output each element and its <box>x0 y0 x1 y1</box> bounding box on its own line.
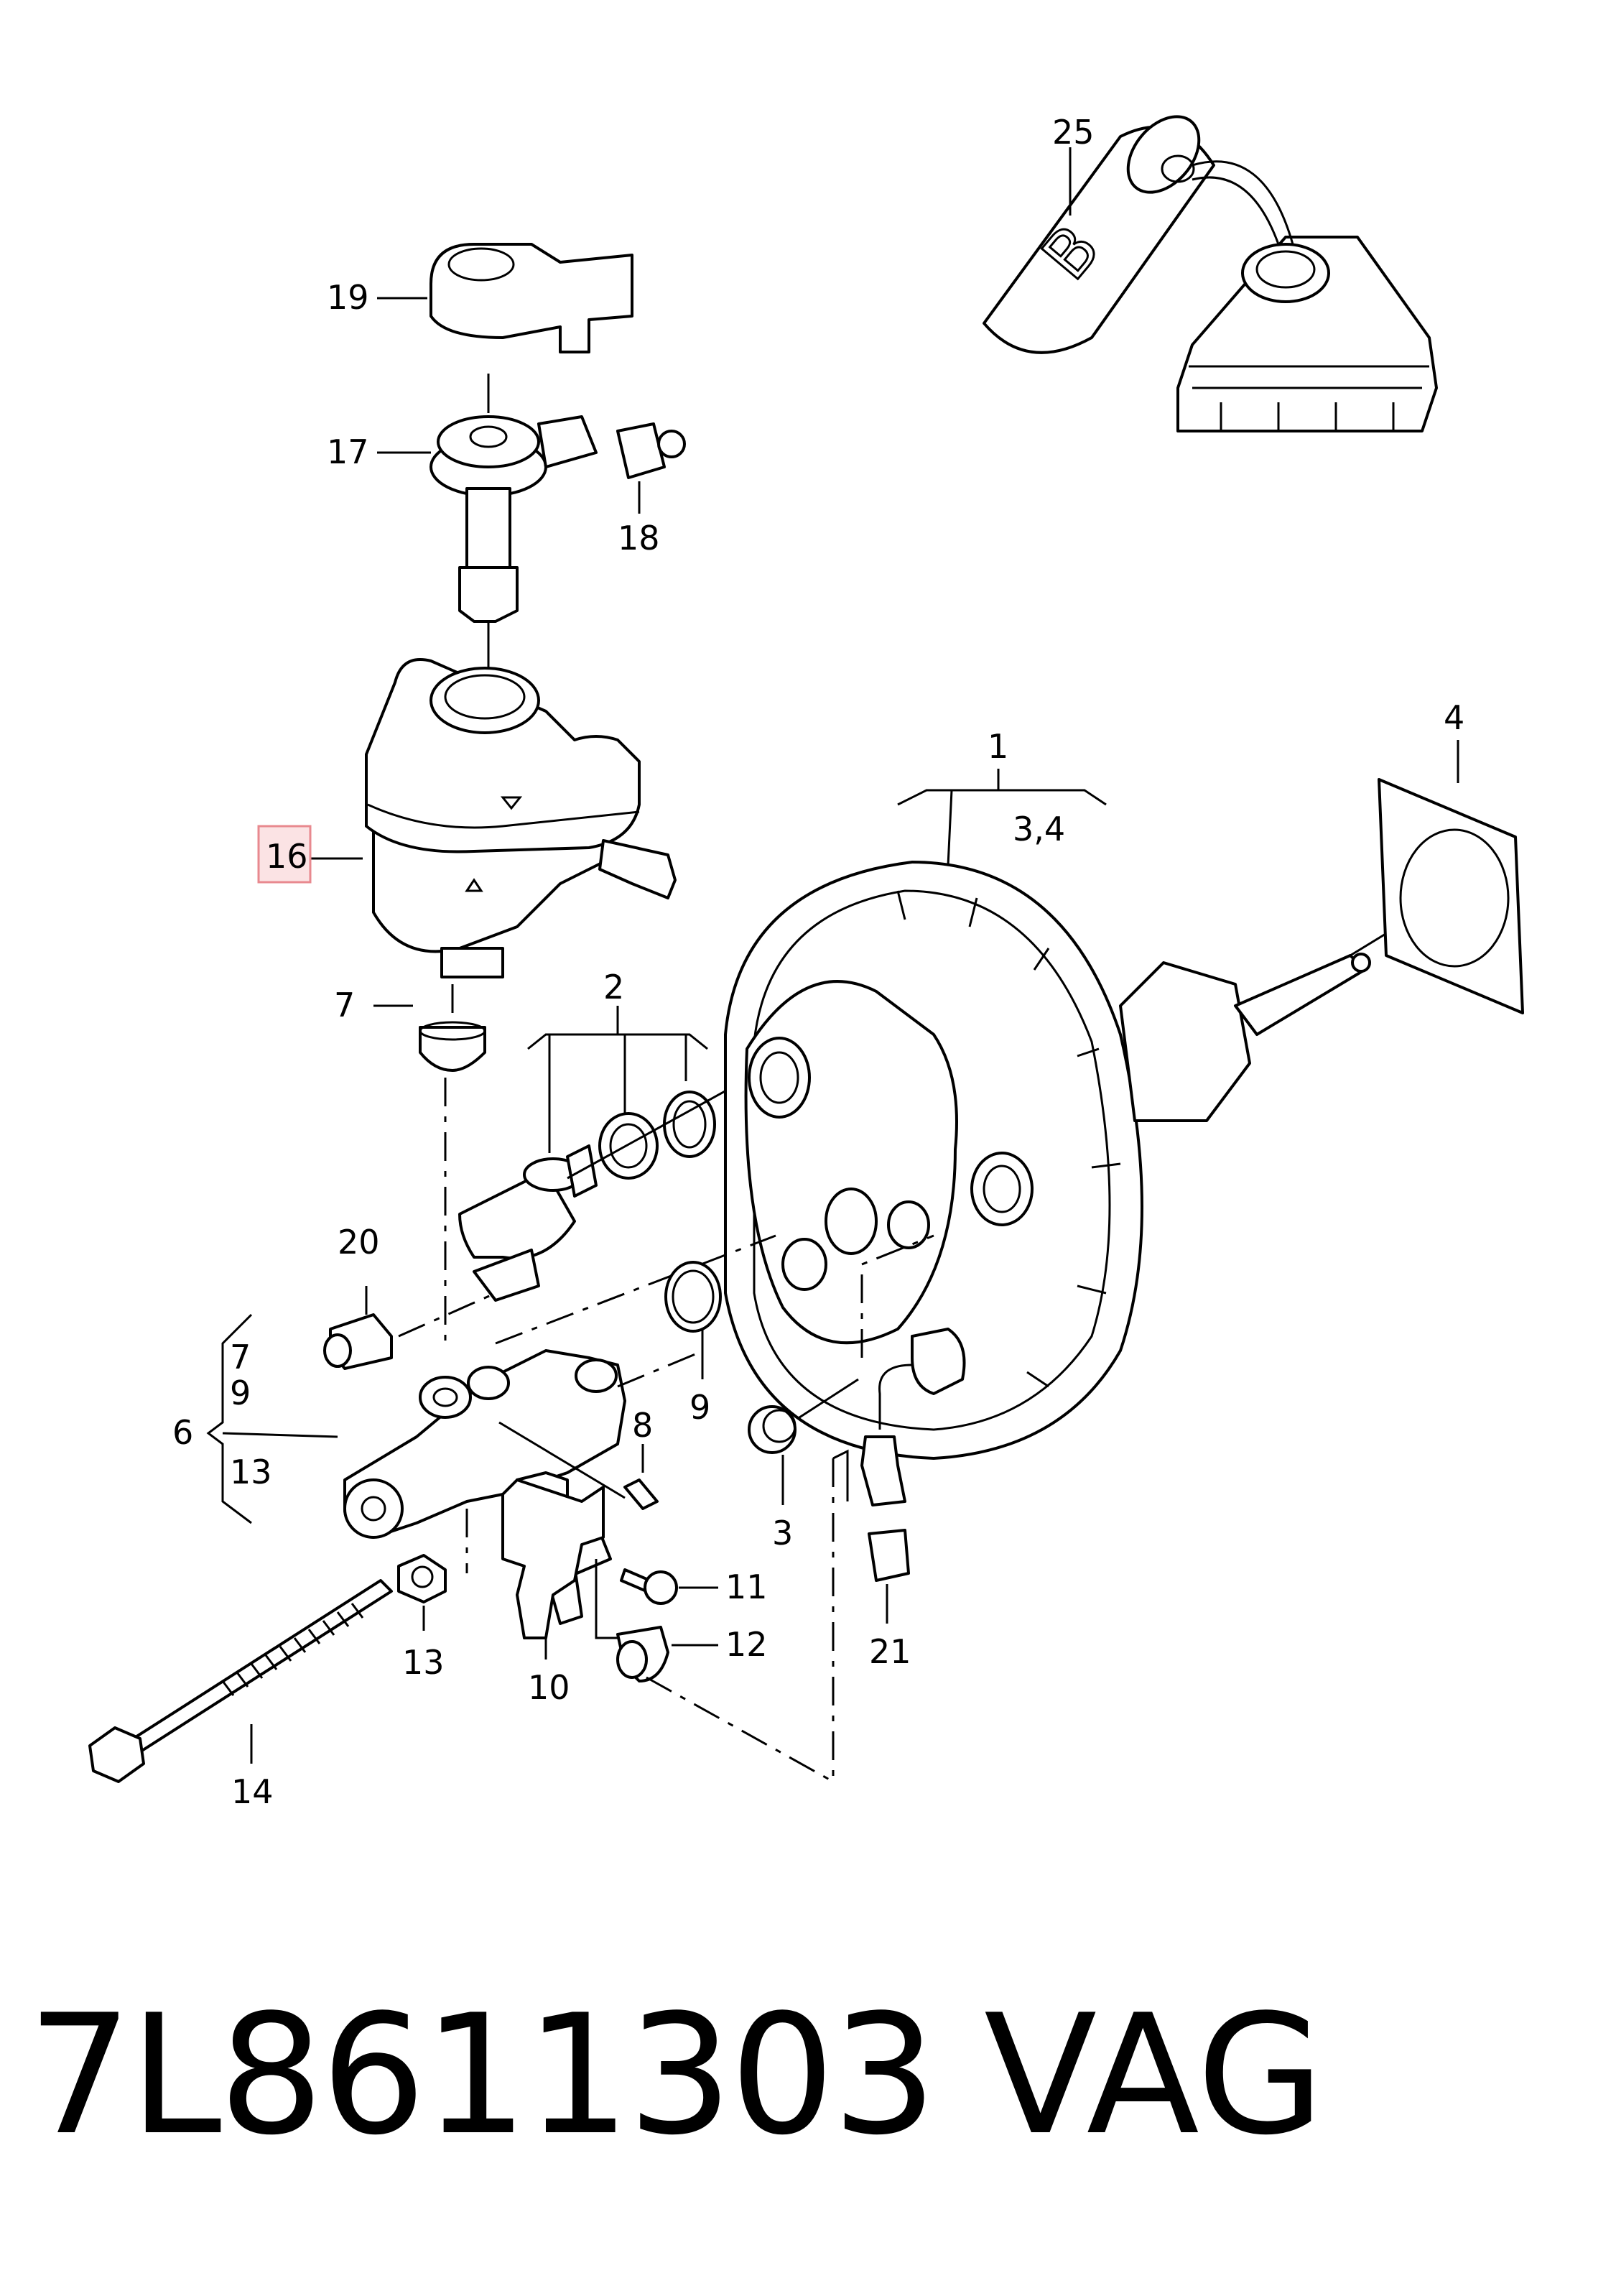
inset-reservoir-group: B 25 <box>983 113 1438 432</box>
pin-8: 8 <box>623 1406 659 1510</box>
callout-3: 3 <box>772 1514 793 1552</box>
bolt-11: 11 <box>620 1568 768 1606</box>
brake-booster-1: 1 3,4 <box>724 727 1480 1460</box>
bolt-14: 14 <box>88 1579 393 1811</box>
callout-17: 17 <box>327 432 369 471</box>
nut-13: 13 <box>397 1554 447 1682</box>
callout-18: 18 <box>618 519 660 557</box>
part-20: 20 <box>323 1223 496 1370</box>
cap-19: 19 <box>327 243 633 353</box>
sensor-21: 21 <box>832 1234 934 1782</box>
callout-7-top: 7 <box>334 986 355 1024</box>
callout-19: 19 <box>327 278 369 317</box>
callout-14: 14 <box>231 1772 274 1811</box>
kit-6-bracket: 7 9 6 13 <box>172 1313 338 1524</box>
callout-9: 9 <box>689 1388 710 1427</box>
clip-12: 12 <box>595 1559 768 1682</box>
callout-13: 13 <box>402 1643 445 1682</box>
bracket-10: 10 <box>501 1478 605 1707</box>
callout-7-kit: 7 <box>230 1338 251 1376</box>
brand-label: VAG <box>984 1980 1325 2172</box>
part-number-label: 7L8611303 <box>27 1980 937 2172</box>
seal-7: 7 <box>334 986 486 1072</box>
callout-11: 11 <box>725 1568 768 1606</box>
callout-9-kit: 9 <box>230 1374 251 1412</box>
callout-4: 4 <box>1444 698 1464 737</box>
callout-3-4: 3,4 <box>1013 810 1065 848</box>
plug-3: 3 <box>748 1378 859 1552</box>
reservoir-16 <box>305 658 677 978</box>
callout-1: 1 <box>988 727 1008 766</box>
gasket-4: 4 <box>1378 698 1524 1014</box>
callout-12: 12 <box>725 1625 768 1664</box>
callout-8: 8 <box>632 1406 653 1445</box>
callout-6: 6 <box>172 1413 193 1452</box>
callout-25: 25 <box>1052 113 1095 152</box>
connector-18: 18 <box>616 422 686 557</box>
callout-2: 2 <box>603 968 624 1006</box>
highlight-box-16 <box>257 825 312 884</box>
callout-13-kit: 13 <box>230 1453 272 1491</box>
callout-21: 21 <box>869 1632 911 1671</box>
adapter-group-2: 2 <box>458 968 776 1302</box>
callout-16: 16 <box>266 837 308 876</box>
exploded-parts-diagram: B 25 19 17 18 16 <box>88 113 1524 1811</box>
callout-10: 10 <box>528 1668 570 1707</box>
callout-20: 20 <box>338 1223 380 1262</box>
level-sensor-17: 17 <box>327 415 598 623</box>
o-ring-9: 9 <box>664 1261 722 1427</box>
